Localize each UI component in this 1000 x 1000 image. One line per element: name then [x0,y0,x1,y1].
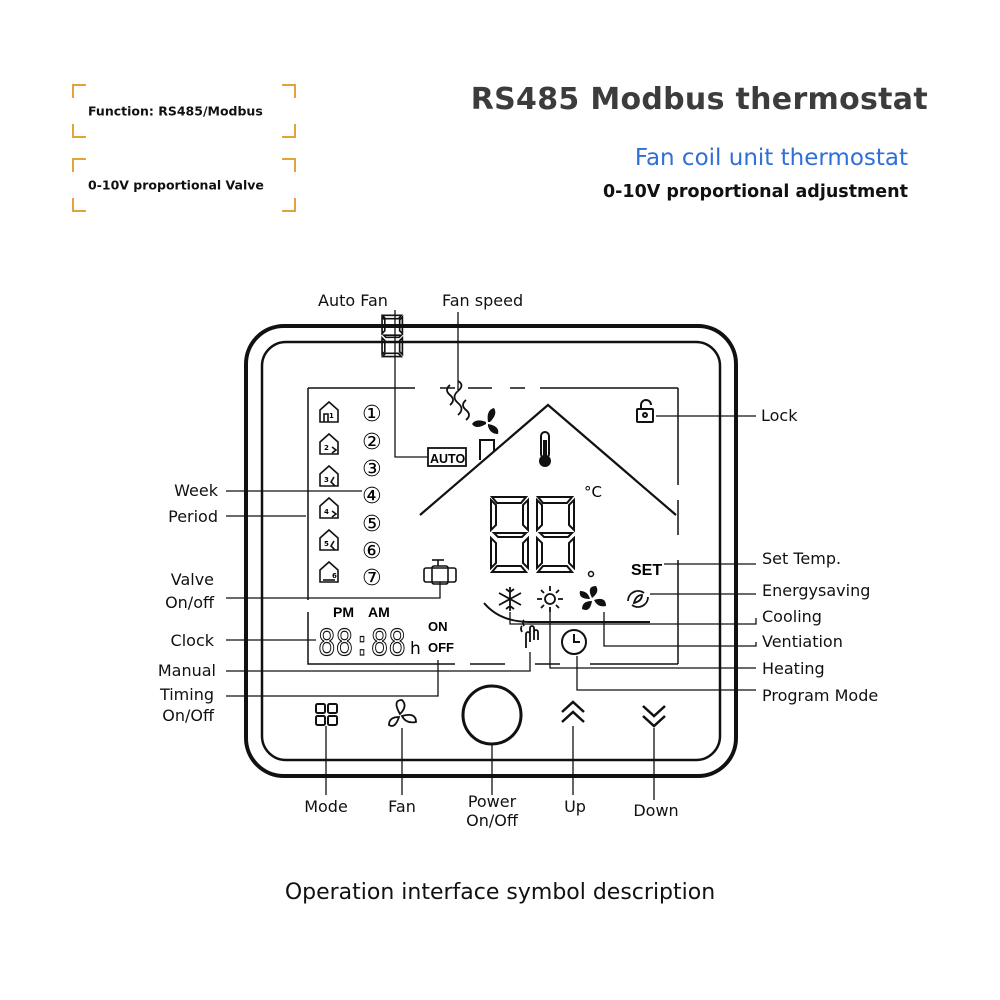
period-house-icons [319,400,339,583]
label-ventiation: Ventiation [762,632,843,651]
program-mode-clock-icon [561,629,587,655]
label-power-line2: On/Off [466,811,518,830]
week-number-1: ① [362,402,382,427]
page-subtitle-secondary: 0-10V proportional adjustment [602,182,908,202]
period-icon-mark-2: 2 [324,444,329,452]
timing-on: ON [428,619,448,634]
function-text: Function: RS485/Modbus [88,103,263,119]
week-number-3: ③ [362,457,382,482]
period-icon-mark-3: 3 [324,476,329,484]
mode-button-icon[interactable] [315,703,338,726]
clock-pm: PM [333,604,354,620]
label-heating: Heating [762,659,825,678]
device-inner-frame [260,340,722,762]
device-outer-frame [244,324,738,778]
label-timing-line2: On/Off [162,706,214,725]
period-icon-mark-6: 6 [332,572,337,580]
label-fan: Fan [388,797,416,816]
label-valve-line1: Valve [170,570,214,589]
label-manual: Manual [157,661,216,680]
footer-caption: Operation interface symbol description [284,880,716,905]
lock-icon [636,399,654,423]
manual-hand-icon [520,619,539,648]
set-badge: SET [631,562,662,579]
period-icon-mark-5: 5 [324,540,329,548]
clock-am: AM [368,604,390,620]
label-energysaving: Energysaving [762,581,871,600]
label-program-mode: Program Mode [762,686,879,705]
label-power-line1: Power [467,792,517,811]
label-valve-line2: On/off [165,593,214,612]
week-number-7: ⑦ [362,566,382,591]
clock-hour-unit: h [410,639,421,659]
period-icon-mark-4: 4 [324,508,329,516]
function-box: Function: RS485/Modbus [72,84,296,138]
label-mode: Mode [304,797,348,816]
leader-lines [226,310,757,800]
week-number-6: ⑥ [362,539,382,564]
power-button[interactable] [461,684,523,746]
week-number-5: ⑤ [362,512,382,537]
fan-icon-display [472,408,499,434]
label-clock: Clock [170,631,214,650]
temperature-digits [380,314,575,573]
cooling-icon [498,587,522,611]
label-set-temp: Set Temp. [762,549,842,568]
label-timing-line1: Timing [159,685,214,704]
period-icon-mark-1: 1 [329,412,334,420]
celsius-symbol: °C [584,483,602,501]
week-number-4: ④ [362,484,382,509]
lcd-border [307,387,679,665]
house-floor [483,602,650,623]
label-cooling: Cooling [762,607,822,626]
label-lock: Lock [761,406,798,425]
house-outline [419,403,677,516]
ventilation-icon [579,586,606,610]
label-down: Down [633,801,679,820]
label-fan-speed: Fan speed [442,291,524,310]
valve-text: 0-10V proportional Valve [88,177,264,193]
label-auto-fan: Auto Fan [318,291,388,310]
label-period: Period [168,507,218,526]
valve-box: 0-10V proportional Valve [72,158,296,212]
up-button-icon[interactable] [561,700,585,723]
page-subtitle: Fan coil unit thermostat [634,145,908,171]
timing-off: OFF [428,640,454,655]
auto-fan-badge-text: AUTO [430,452,465,466]
valve-icon [423,559,457,585]
label-week: Week [174,481,218,500]
energysaving-icon [627,590,649,608]
fan-button-icon[interactable] [388,699,417,727]
heating-icon [537,586,563,612]
down-button-icon[interactable] [642,705,666,728]
clock-digits: 88:88 [318,623,406,664]
thermometer-icon [539,431,551,467]
week-number-2: ② [362,430,382,455]
house-chimney [479,439,495,460]
label-up: Up [564,797,586,816]
page-title: RS485 Modbus thermostat [470,82,928,117]
fan-speed-icon [446,380,470,421]
temperature-decimal-point [587,570,595,578]
